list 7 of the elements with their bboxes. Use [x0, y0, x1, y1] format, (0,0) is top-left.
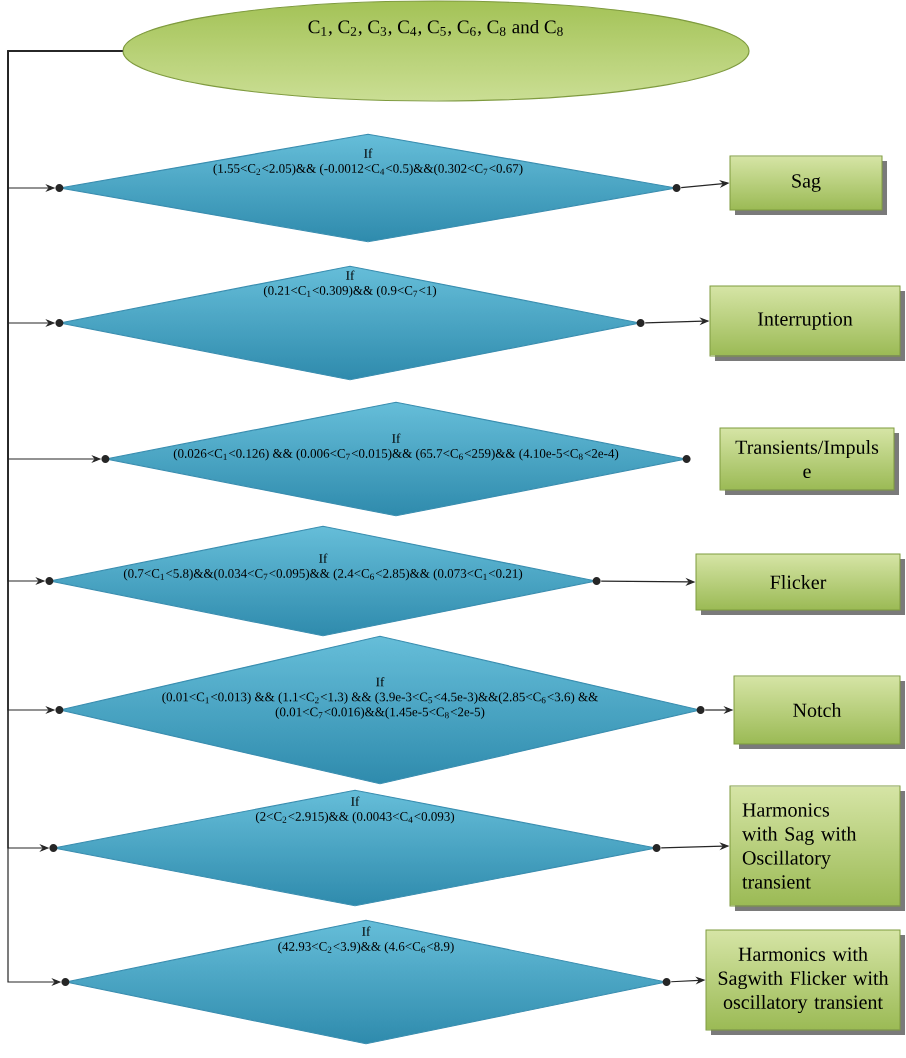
result-box: Sag: [729, 155, 887, 215]
result-box: Harmonics with Sagwith Flicker with oscillatory transient: [705, 929, 905, 1035]
result-box: Notch: [733, 675, 905, 749]
result-box: Interruption: [709, 285, 905, 361]
result-box: Harmonics with Sag with Oscillatory transient: [729, 785, 905, 911]
result-box: Flicker: [695, 553, 905, 615]
result-box: Transients/Impuls e: [719, 427, 899, 495]
